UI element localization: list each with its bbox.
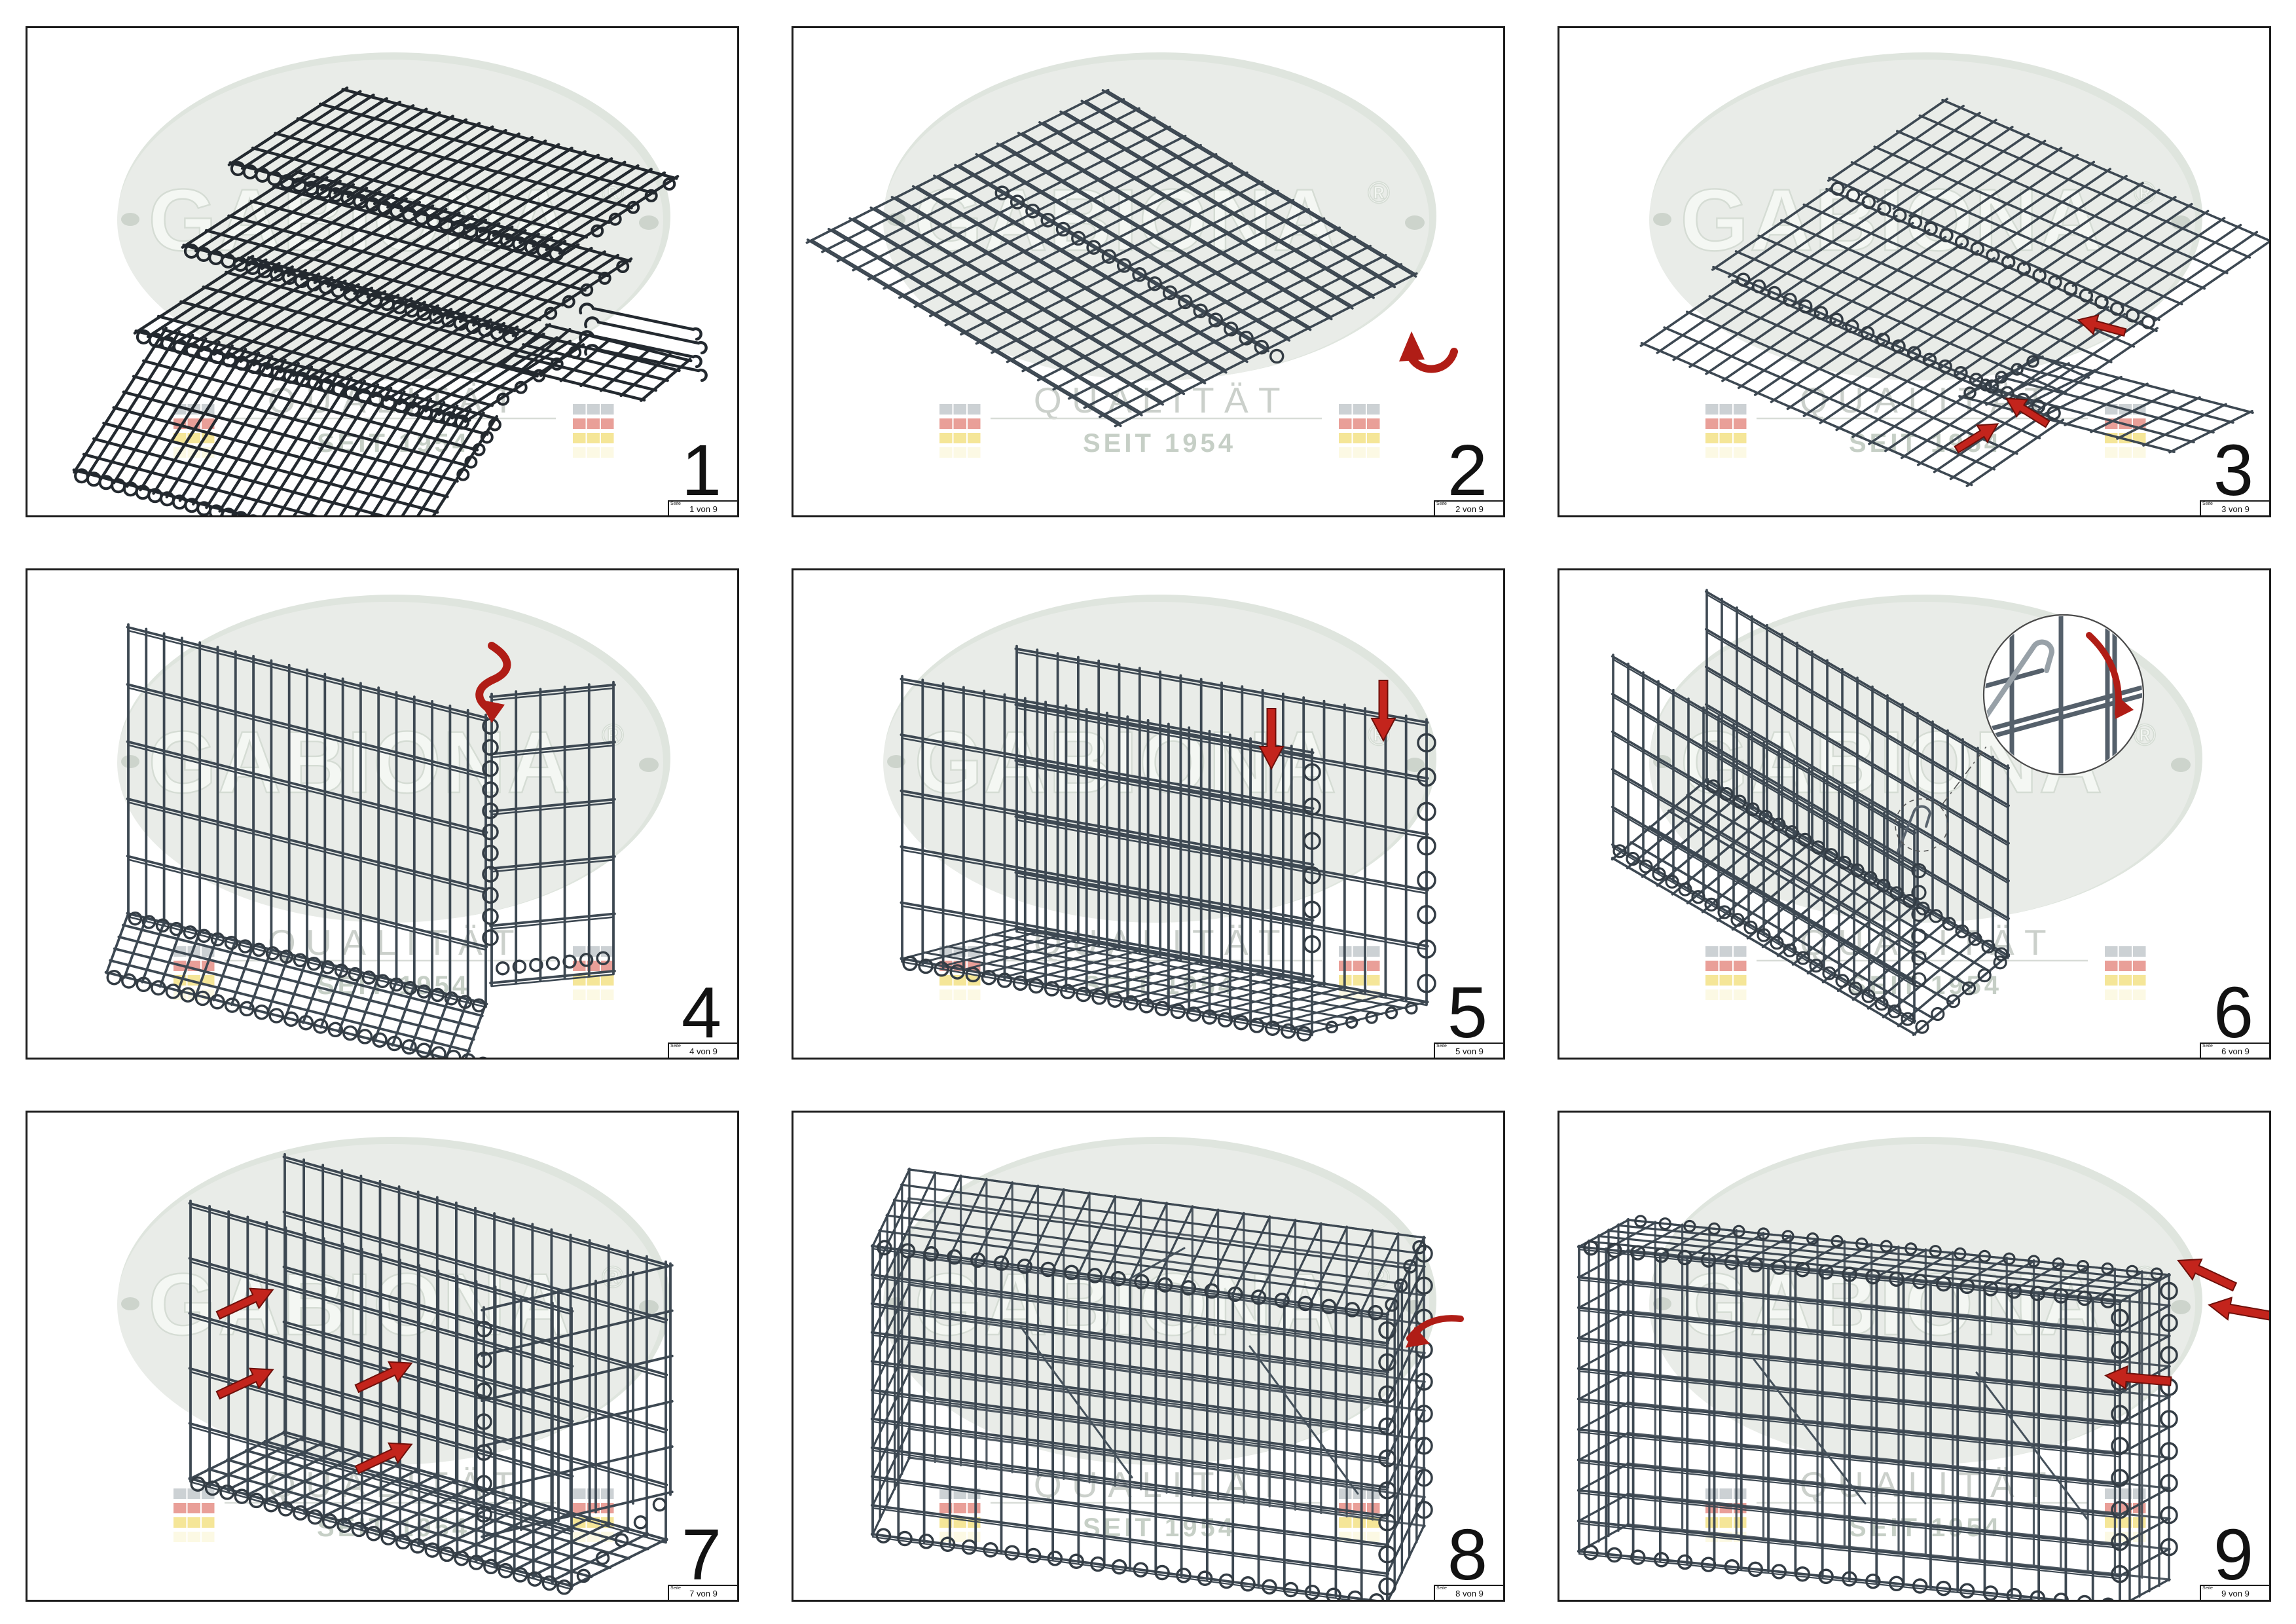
svg-text:SEIT 1954: SEIT 1954 bbox=[1083, 429, 1236, 458]
svg-text:®: ® bbox=[1368, 175, 1390, 210]
svg-text:SEIT 1954: SEIT 1954 bbox=[317, 1513, 470, 1542]
